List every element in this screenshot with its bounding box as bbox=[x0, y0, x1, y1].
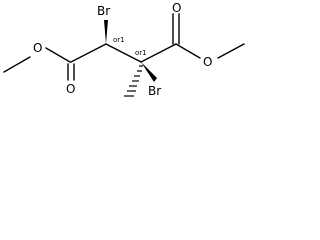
bond-c3-right-carbonyl bbox=[140, 43, 177, 63]
hashed-wedge-c3-methyl bbox=[124, 65, 143, 97]
wedge-c3-br bbox=[141, 62, 157, 82]
atom-br-top: Br bbox=[97, 4, 110, 18]
stereo-label-c3: or1 bbox=[135, 49, 147, 57]
wedge-c2-br bbox=[104, 20, 108, 44]
atom-o-right-carbonyl: O bbox=[172, 1, 181, 15]
atom-o-right-ether: O bbox=[203, 55, 212, 69]
bond-left-o-carbonyl bbox=[45, 47, 71, 63]
atom-o-left-ether: O bbox=[33, 41, 42, 55]
stereo-label-c2: or1 bbox=[113, 36, 125, 44]
atom-o-left-carbonyl: O bbox=[66, 82, 75, 96]
molecule-structure: O O Br or1 or1 O O Br bbox=[3, 1, 245, 98]
bond-right-carbonyl-o bbox=[175, 43, 201, 59]
bond-left-carbonyl-c2 bbox=[70, 43, 107, 63]
bond-right-o-methyl bbox=[217, 43, 245, 59]
bond-c2-c3 bbox=[105, 43, 142, 63]
atom-br-bottom: Br bbox=[148, 84, 161, 98]
bond-left-methyl-o bbox=[3, 56, 31, 73]
